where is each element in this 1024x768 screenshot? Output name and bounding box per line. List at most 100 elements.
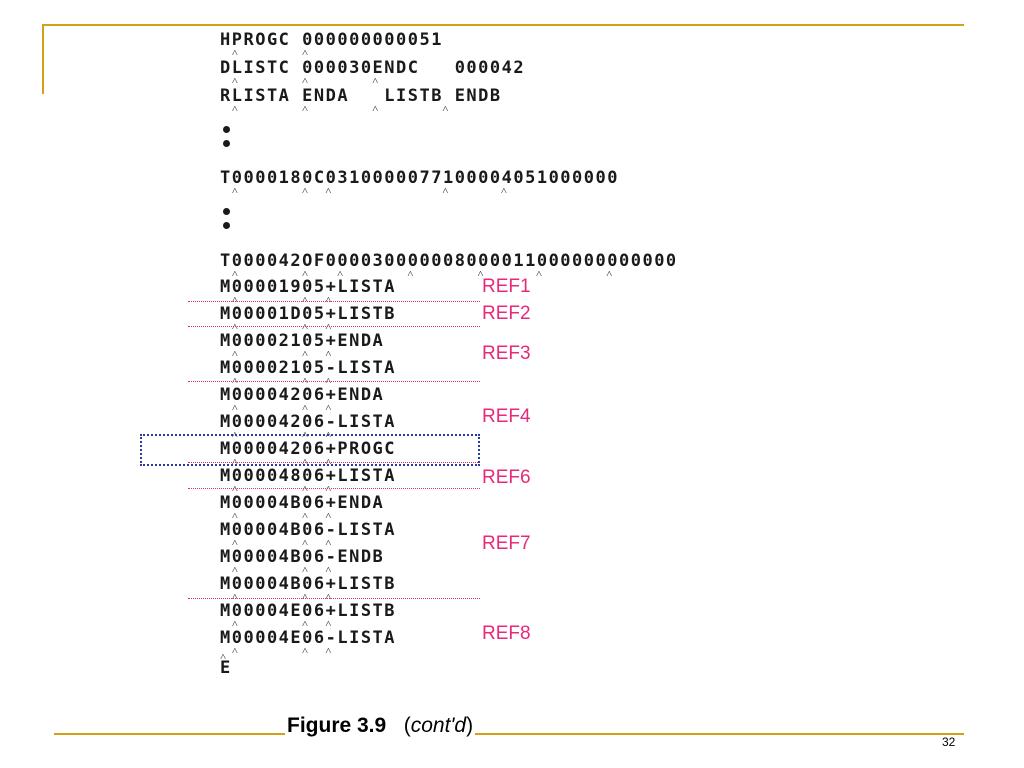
caret-mark: ˄ <box>372 74 379 87</box>
caret-mark: ˄ <box>477 267 484 280</box>
caption-note: cont'd <box>410 714 467 737</box>
caret-mark: ˄ <box>301 590 309 603</box>
caption-note-close: ) <box>466 714 474 737</box>
ellipsis-dot <box>223 222 230 229</box>
caret-mark: ˄ <box>231 102 238 115</box>
caret-mark: ˄ <box>301 401 309 414</box>
caret-mark: ˄ <box>301 536 309 549</box>
caret-mark: ˄ <box>325 320 332 333</box>
modification-record: M00004B06+ENDA <box>220 493 385 513</box>
end-record: E <box>220 658 232 678</box>
page-number: 32 <box>942 735 956 749</box>
caret-mark: ˄ <box>500 184 508 197</box>
caret-mark: ˄ <box>231 46 238 59</box>
caret-mark: ˄ <box>301 267 309 280</box>
modification-record: M00004206+PROGC <box>220 439 397 459</box>
caret-mark: ˄ <box>325 184 332 197</box>
caret-mark: ˄ <box>301 644 309 657</box>
caret-mark: ˄ <box>372 102 379 115</box>
ref-label: REF1 <box>482 276 531 297</box>
ellipsis-dot <box>223 126 230 133</box>
modification-record: M00004E06-LISTA <box>220 628 397 648</box>
caret-mark: ˄ <box>325 590 332 603</box>
caret-mark: ˄ <box>325 509 332 522</box>
ref-separator-line <box>188 326 480 327</box>
caret-mark: ˄ <box>442 184 449 197</box>
modification-record: M00004206-LISTA <box>220 412 397 432</box>
caret-mark: ˄ <box>220 650 227 663</box>
figure-number: Figure 3.9 <box>287 714 387 737</box>
ref-separator-line <box>188 488 480 489</box>
caret-mark: ˄ <box>231 401 238 414</box>
left-rule <box>42 24 44 94</box>
caret-mark: ˄ <box>301 293 309 306</box>
caret-mark: ˄ <box>325 536 332 549</box>
caret-mark: ˄ <box>301 563 309 576</box>
caret-mark: ˄ <box>325 644 332 657</box>
caret-mark: ˄ <box>325 401 332 414</box>
ref-separator-line <box>188 301 480 302</box>
caret-mark: ˄ <box>337 267 344 280</box>
define-record: DLISTC 000030ENDC 000042 <box>220 58 526 78</box>
caret-mark: ˄ <box>231 320 238 333</box>
caret-mark: ˄ <box>407 267 414 280</box>
text-record: T0000180C0310000077100004051000000 <box>220 168 619 188</box>
modification-record: M00004E06+LISTB <box>220 601 397 621</box>
caret-mark: ˄ <box>231 509 238 522</box>
ellipsis-dot <box>223 208 230 215</box>
caret-mark: ˄ <box>301 455 309 468</box>
header-record: HPROGC 000000000051 <box>220 30 443 50</box>
caret-mark: ˄ <box>231 74 238 87</box>
caret-mark: ˄ <box>231 347 238 360</box>
ellipsis-dot <box>223 140 230 147</box>
caret-mark: ˄ <box>231 293 238 306</box>
caret-mark: ˄ <box>231 536 238 549</box>
caret-mark: ˄ <box>535 267 543 280</box>
refer-record: RLISTA ENDA LISTB ENDB <box>220 86 502 106</box>
caret-mark: ˄ <box>301 320 309 333</box>
caret-mark: ˄ <box>231 455 238 468</box>
caret-mark: ˄ <box>442 102 449 115</box>
ref-label: REF7 <box>482 533 531 554</box>
caption-note-open: ( <box>403 714 411 737</box>
bottom-rule <box>54 733 964 735</box>
caret-mark: ˄ <box>301 46 309 59</box>
caret-mark: ˄ <box>231 267 238 280</box>
caret-mark: ˄ <box>325 374 332 387</box>
caret-mark: ˄ <box>301 184 309 197</box>
modification-record: M00001D05+LISTB <box>220 304 397 324</box>
caret-mark: ˄ <box>325 455 332 468</box>
caret-mark: ˄ <box>325 347 332 360</box>
caret-mark: ˄ <box>231 374 238 387</box>
modification-record: M00004B06-LISTA <box>220 520 397 540</box>
caret-mark: ˄ <box>231 482 238 495</box>
ref-label: REF2 <box>482 303 531 324</box>
top-rule <box>42 24 964 26</box>
modification-record: M00002105+ENDA <box>220 331 385 351</box>
modification-record: M00002105-LISTA <box>220 358 397 378</box>
caret-mark: ˄ <box>231 617 238 630</box>
caret-mark: ˄ <box>606 267 613 280</box>
caret-mark: ˄ <box>325 293 332 306</box>
caret-mark: ˄ <box>301 74 309 87</box>
modification-record: M00004206+ENDA <box>220 385 385 405</box>
ref-separator-line <box>188 381 480 382</box>
modification-record: M00004B06-ENDB <box>220 547 385 567</box>
modification-record: M00001905+LISTA <box>220 277 397 297</box>
caret-mark: ˄ <box>301 617 309 630</box>
caret-mark: ˄ <box>231 184 238 197</box>
caret-mark: ˄ <box>231 590 238 603</box>
caret-mark: ˄ <box>231 563 238 576</box>
caret-mark: ˄ <box>325 482 332 495</box>
ref-separator-line <box>188 598 480 599</box>
caret-mark: ˄ <box>301 482 309 495</box>
highlight-box <box>140 434 480 466</box>
ref-label: REF3 <box>482 343 531 364</box>
caret-mark: ˄ <box>325 617 332 630</box>
figure-caption: Figure 3.9 (cont'd) <box>285 714 476 738</box>
caret-mark: ˄ <box>301 347 309 360</box>
ref-label: REF4 <box>482 406 531 427</box>
caret-mark: ˄ <box>325 563 332 576</box>
modification-record: M00004B06+LISTB <box>220 574 397 594</box>
caret-mark: ˄ <box>301 509 309 522</box>
